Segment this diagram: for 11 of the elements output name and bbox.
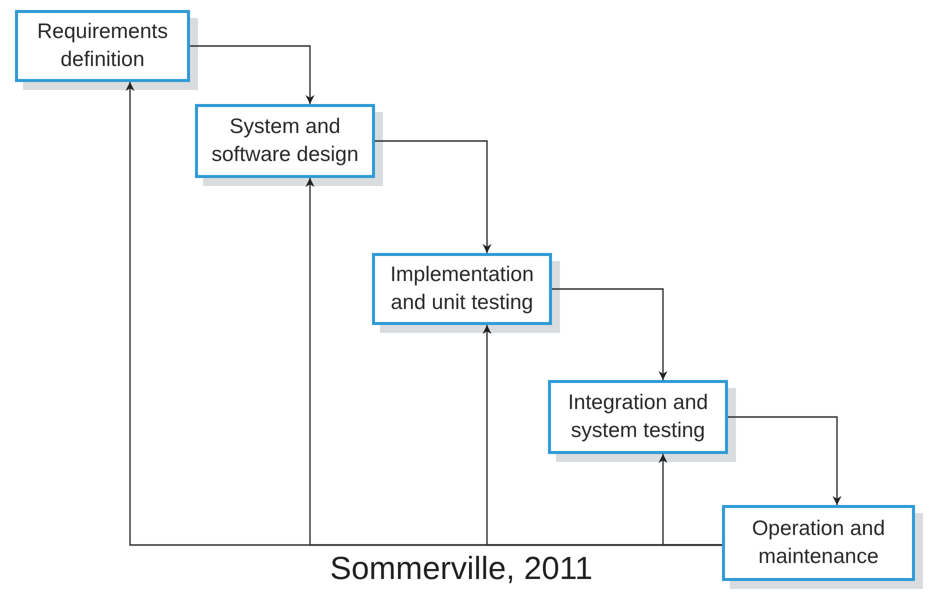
box-label: Implementation and unit testing <box>389 262 535 316</box>
arrow <box>552 288 668 380</box>
arrow <box>728 416 842 505</box>
arrow <box>658 454 722 546</box>
box-label: Operation and maintenance <box>750 516 886 570</box>
caption: Sommerville, 2011 <box>330 550 593 587</box>
arrow <box>375 140 492 253</box>
box-label: Requirements definition <box>36 18 169 73</box>
arrow <box>190 45 314 104</box>
box-label: System and software design <box>210 114 360 168</box>
box-label: Integration and system testing <box>566 390 710 444</box>
